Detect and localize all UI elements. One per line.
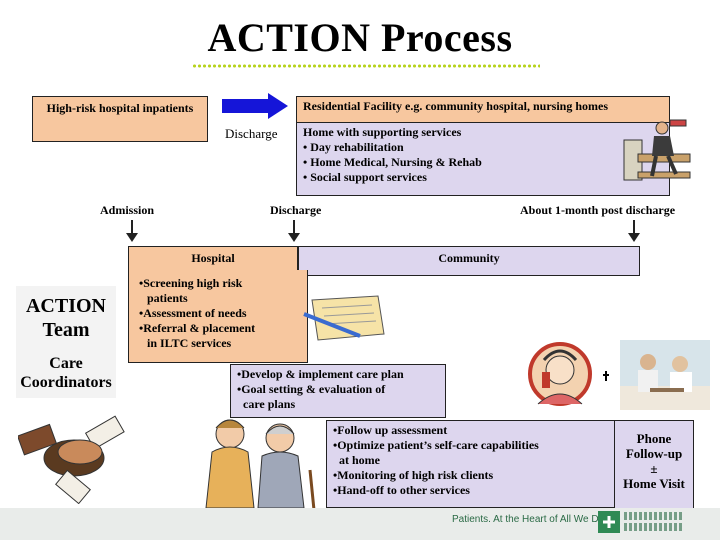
hospital-logo-icon: [598, 511, 620, 533]
list-item: Home Medical, Nursing & Rehab: [303, 155, 669, 170]
list-item: patients: [147, 291, 188, 305]
footer-tagline: Patients. At the Heart of All We Do.: [452, 514, 607, 525]
list-item: •Hand-off to other services: [333, 483, 470, 497]
follow-up-box: •Follow up assessment •Optimize patient’…: [326, 420, 622, 508]
page-title: ACTION Process: [207, 15, 513, 60]
phone-line-2: Follow-up: [625, 446, 683, 461]
post-discharge-arrow: [628, 220, 640, 242]
list-item: •Assessment of needs: [139, 306, 247, 320]
high-risk-inpatients-box: High-risk hospital inpatients: [32, 96, 208, 142]
list-item: •Screening high risk: [139, 276, 243, 290]
list-item: at home: [339, 453, 380, 467]
discharge-label-top: Discharge: [225, 126, 278, 141]
list-item: Day rehabilitation: [303, 140, 669, 155]
title-underline: [192, 63, 540, 69]
team-line-2: Team: [42, 319, 90, 341]
phone-line-1: Phone: [636, 431, 672, 446]
list-item: Social support services: [303, 170, 669, 185]
phone-follow-up-box: Phone Follow-up ± Home Visit: [614, 420, 694, 510]
discharge-arrow: [288, 220, 300, 242]
coordinator-line-1: Care: [49, 355, 83, 372]
home-services-heading: Home with supporting services: [303, 125, 462, 139]
list-item: in ILTC services: [147, 336, 232, 350]
post-discharge-label: About 1-month post discharge: [520, 203, 676, 217]
connector-plus: [605, 371, 607, 381]
list-item: care plans: [243, 397, 296, 411]
blue-arrow-icon: [222, 93, 288, 119]
list-item: •Monitoring of high risk clients: [333, 468, 494, 482]
hospital-tasks-box: •Screening high risk patients •Assessmen…: [128, 270, 308, 363]
home-services-list: Day rehabilitation Home Medical, Nursing…: [303, 140, 669, 185]
worker-clipart-icon: [623, 119, 691, 181]
coordinator-line-2: Coordinators: [20, 374, 112, 391]
care-plan-box: •Develop & implement care plan •Goal set…: [230, 364, 446, 418]
residential-facility-box: Residential Facility e.g. community hosp…: [296, 96, 670, 124]
action-team-panel: ACTION Team Care Coordinators: [16, 286, 116, 398]
clipboard-clipart-icon: [303, 295, 385, 341]
elderly-couple-clipart-icon: [205, 419, 316, 511]
phone-line-3: ±: [650, 461, 658, 476]
handshake-clipart-icon: [18, 415, 125, 504]
list-item: •Referral & placement: [139, 321, 256, 335]
list-item: •Goal setting & evaluation of: [237, 382, 386, 396]
list-item: •Follow up assessment: [333, 423, 448, 437]
home-visit-photo: [620, 340, 710, 410]
team-line-1: ACTION: [25, 295, 106, 317]
community-phase-bar: Community: [298, 246, 640, 276]
list-item: •Optimize patient’s self-care capabiliti…: [333, 438, 539, 452]
admission-arrow: [126, 220, 138, 242]
admission-label: Admission: [100, 203, 155, 217]
discharge-label: Discharge: [270, 203, 322, 217]
phone-line-4: Home Visit: [623, 476, 685, 491]
phone-woman-clipart-icon: [528, 342, 592, 406]
list-item: •Develop & implement care plan: [237, 367, 404, 381]
hospital-logo-wordmark: [624, 512, 684, 531]
home-services-box: Home with supporting services Day rehabi…: [296, 122, 670, 196]
